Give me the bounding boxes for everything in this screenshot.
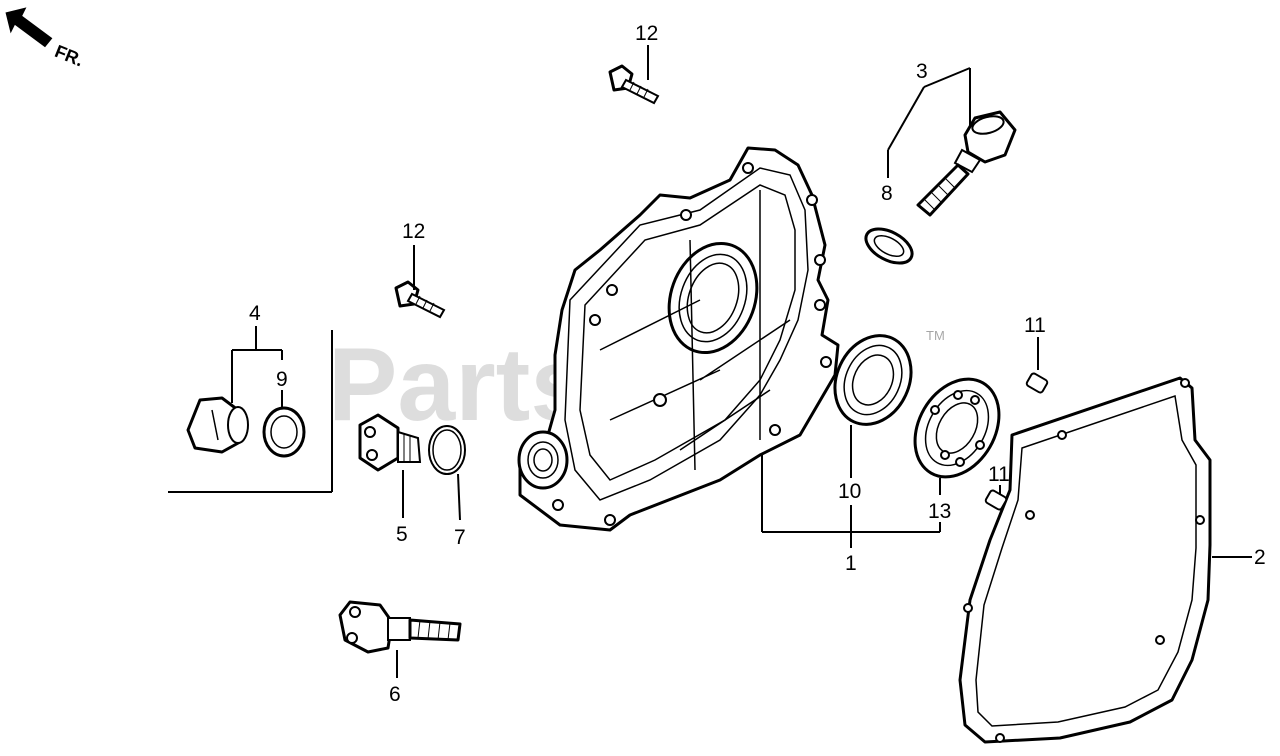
- front-arrow-icon: [5, 7, 53, 48]
- callout-10: 10: [838, 480, 861, 503]
- cover-gasket: [958, 376, 1212, 744]
- callout-7: 7: [454, 526, 466, 549]
- callout-12-left: 12: [402, 220, 425, 243]
- crankcase-cover: [517, 146, 840, 532]
- oil-filler-cap-long-dipstick: [338, 600, 462, 654]
- callout-8: 8: [881, 182, 893, 205]
- bolt: [608, 64, 660, 105]
- leader-lines: [168, 45, 1252, 678]
- oil-filler-cap-with-dipstick: [916, 110, 1017, 217]
- washer: [262, 406, 306, 458]
- washer: [864, 227, 914, 265]
- callout-11-top: 11: [1024, 314, 1046, 337]
- callout-9: 9: [276, 368, 288, 391]
- callout-12-top: 12: [635, 22, 658, 45]
- callout-3: 3: [916, 60, 928, 83]
- callout-2: 2: [1254, 546, 1266, 569]
- callout-11-bottom: 11: [988, 463, 1010, 486]
- callout-6: 6: [389, 683, 401, 706]
- direction-label: FR.: [52, 41, 86, 70]
- oil-filler-cap: [186, 396, 249, 454]
- watermark-trademark: TM: [926, 328, 945, 343]
- bolt: [394, 280, 446, 319]
- ball-bearing: [913, 377, 1001, 479]
- oil-seal: [833, 334, 913, 426]
- callout-13: 13: [928, 500, 951, 523]
- dowel-pin: [1025, 372, 1049, 394]
- callout-4: 4: [249, 302, 261, 325]
- o-ring: [428, 425, 466, 475]
- callout-1: 1: [845, 552, 857, 575]
- oil-drain-plug: [358, 413, 422, 472]
- callout-5: 5: [396, 523, 408, 546]
